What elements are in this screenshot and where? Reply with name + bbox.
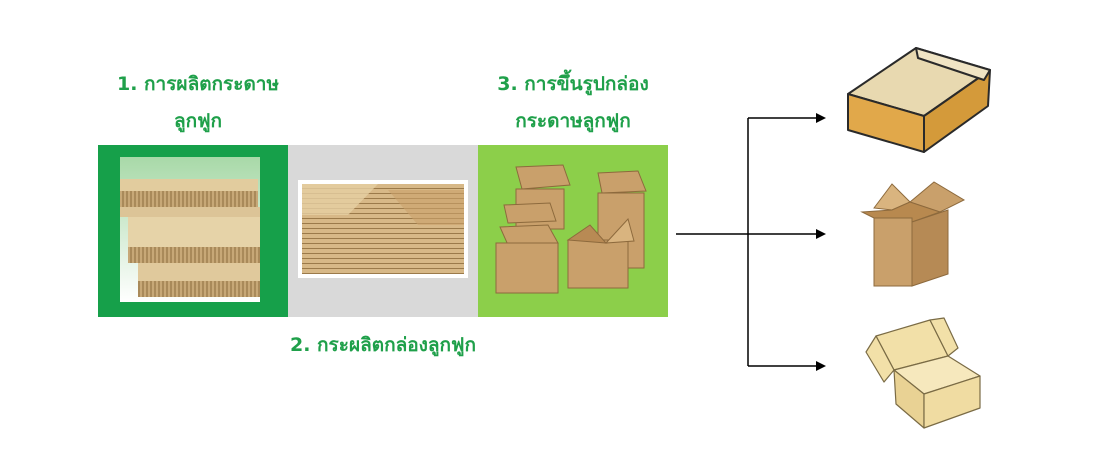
- folding-lid-box-image: [865, 317, 981, 429]
- corrugated-paper-panel: [98, 145, 288, 317]
- assembled-boxes-image: [495, 164, 647, 294]
- step1-label: 1. การผลิตกระดาษ ลูกฟูก: [98, 66, 298, 140]
- step1-label-line1: 1. การผลิตกระดาษ: [117, 73, 279, 95]
- flat-cardboard-stack-image: [298, 180, 468, 278]
- box-production-panel: [288, 145, 478, 317]
- corrugated-sheets-image: [120, 157, 260, 302]
- step3-label-line2: กระดาษลูกฟูก: [515, 110, 631, 132]
- slotted-box-image: [860, 181, 966, 287]
- box-forming-panel: [478, 145, 668, 317]
- step2-label: 2. กระผลิตกล่องลูกฟูก: [289, 334, 477, 356]
- open-tray-box-image: [847, 47, 991, 153]
- step3-label-line1: 3. การขึ้นรูปกล่อง: [497, 73, 649, 95]
- step1-label-line2: ลูกฟูก: [173, 110, 223, 132]
- step3-label: 3. การขึ้นรูปกล่อง กระดาษลูกฟูก: [478, 66, 668, 140]
